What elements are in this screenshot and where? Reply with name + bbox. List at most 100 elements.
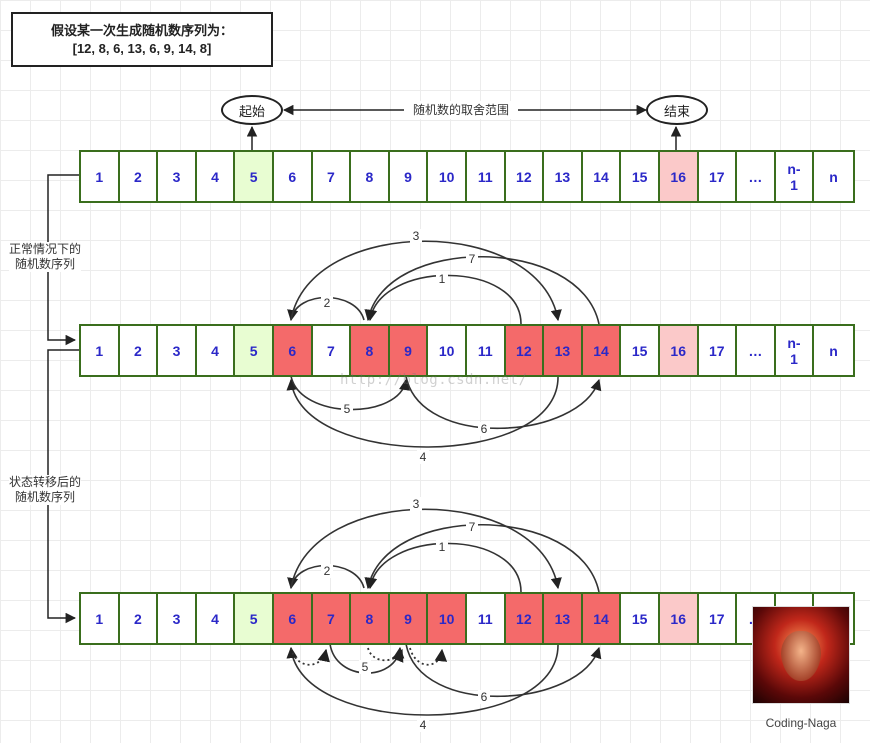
arc-transferred-3-label: 3: [413, 497, 420, 511]
cell-normal-14: 14: [582, 326, 622, 375]
arc-transferred-7-label: 7: [469, 520, 476, 534]
cell-normal-8: 8: [351, 326, 390, 375]
cell-normal-10: 10: [428, 326, 467, 375]
cell-top-19: n-1: [776, 152, 815, 201]
arc-transferred-6-label: 6: [481, 690, 488, 704]
start-label: 起始: [238, 103, 265, 119]
arc-normal-7-label: 7: [469, 252, 476, 266]
normal-sequence-label: 正常情况下的 随机数序列: [9, 242, 82, 272]
arc-transferred-2-label: 2: [324, 564, 331, 578]
cell-normal-18: …: [737, 326, 776, 375]
cell-normal-5: 5: [235, 326, 274, 375]
cell-transferred-15: 15: [621, 594, 660, 643]
cell-top-7: 7: [313, 152, 352, 201]
cell-top-6: 6: [274, 152, 313, 201]
end-label: 结束: [663, 103, 690, 119]
arc-transferred-6: [405, 643, 602, 698]
arc-normal-5-label: 5: [344, 402, 351, 416]
cell-transferred-2: 2: [120, 594, 159, 643]
cell-top-5: 5: [235, 152, 274, 201]
sequence-note-values: [12, 8, 6, 13, 6, 9, 14, 8]: [72, 40, 212, 56]
arc-normal-4: [286, 375, 559, 448]
cell-transferred-9: 9: [389, 594, 429, 643]
cell-normal-9: 9: [389, 326, 429, 375]
cell-transferred-10: 10: [428, 594, 467, 643]
cell-transferred-6: 6: [273, 594, 313, 643]
avatar-caption: Coding-Naga: [765, 716, 837, 730]
cell-normal-12: 12: [505, 326, 545, 375]
cell-top-20: n: [829, 168, 838, 185]
arc-normal-6: [405, 375, 602, 430]
transferred-sequence-label: 状态转移后的 随机数序列: [9, 475, 82, 505]
cell-top-3: 3: [158, 152, 197, 201]
arc-transferred-4-label: 4: [420, 718, 427, 732]
cell-transferred-12: 12: [505, 594, 545, 643]
cell-transferred-7: 7: [312, 594, 352, 643]
watermark: http://blog.csdn.net/: [340, 372, 528, 388]
cell-top-10: 10: [428, 152, 467, 201]
cell-normal-17: 17: [699, 326, 738, 375]
cell-transferred-1: 1: [81, 594, 120, 643]
cell-transferred-17: 17: [699, 594, 738, 643]
arc-transferred-3: [290, 508, 562, 590]
arc-normal-3: [290, 240, 562, 322]
cell-transferred-4: 4: [197, 594, 236, 643]
arc-transferred-7: [364, 523, 600, 593]
cell-normal-15: 15: [621, 326, 660, 375]
arc-normal-2-label: 2: [324, 296, 331, 310]
cell-transferred-14: 14: [582, 594, 622, 643]
arc-normal-1-label: 1: [439, 272, 446, 286]
sequence-note-title: 假设某一次生成随机数序列为：: [50, 22, 233, 38]
range-label: 随机数的取舍范围: [413, 102, 509, 117]
cell-top-17: 17: [699, 152, 738, 201]
cell-normal-2: 2: [120, 326, 159, 375]
cell-top-12: 12: [506, 152, 545, 201]
sequence-note: 假设某一次生成随机数序列为： [12, 8, 6, 13, 6, 9, 14, …: [11, 12, 273, 67]
cell-top-8: 8: [351, 152, 390, 201]
cell-normal-11: 11: [467, 326, 506, 375]
cell-top-9: 9: [390, 152, 429, 201]
cell-transferred-13: 13: [544, 594, 583, 643]
cell-transferred-11: 11: [467, 594, 506, 643]
transfer-arc-6-to-7: [290, 647, 330, 666]
arc-normal-4-label: 4: [420, 450, 427, 464]
cell-normal-6: 6: [273, 326, 313, 375]
cell-top-13: 13: [544, 152, 583, 201]
arc-transferred-5-label: 5: [362, 660, 369, 674]
avatar-image: [752, 606, 850, 704]
cell-transferred-5: 5: [235, 594, 274, 643]
cell-normal-13: 13: [544, 326, 583, 375]
arc-transferred-1-label: 1: [439, 540, 446, 554]
cell-top-2: 2: [120, 152, 159, 201]
arc-transferred-1: [366, 542, 522, 593]
end-ellipse: 结束: [646, 95, 708, 125]
start-ellipse: 起始: [221, 95, 283, 125]
cell-normal-19: n-1: [776, 326, 815, 375]
cell-top-14: 14: [583, 152, 622, 201]
cell-normal-3: 3: [158, 326, 197, 375]
cell-top-4: 4: [197, 152, 236, 201]
transfer-arc-9-to-10: [409, 647, 448, 666]
cell-top-11: 11: [467, 152, 506, 201]
arc-normal-7: [364, 255, 600, 325]
cell-transferred-8: 8: [351, 594, 390, 643]
cell-normal-1: 1: [81, 326, 120, 375]
cell-transferred-3: 3: [158, 594, 197, 643]
cell-normal-20: n: [829, 342, 838, 359]
cell-transferred-16: 16: [659, 594, 699, 643]
cell-normal-7: 7: [313, 326, 352, 375]
arc-transferred-4: [286, 643, 559, 716]
avatar-face: [781, 631, 821, 681]
cell-normal-4: 4: [197, 326, 236, 375]
cell-top-16: 16: [659, 152, 699, 201]
arc-normal-3-label: 3: [413, 229, 420, 243]
arc-normal-6-label: 6: [481, 422, 488, 436]
arc-normal-1: [366, 274, 522, 325]
cell-top-18: …: [737, 152, 776, 201]
cell-top-1: 1: [81, 152, 120, 201]
cell-top-15: 15: [621, 152, 660, 201]
